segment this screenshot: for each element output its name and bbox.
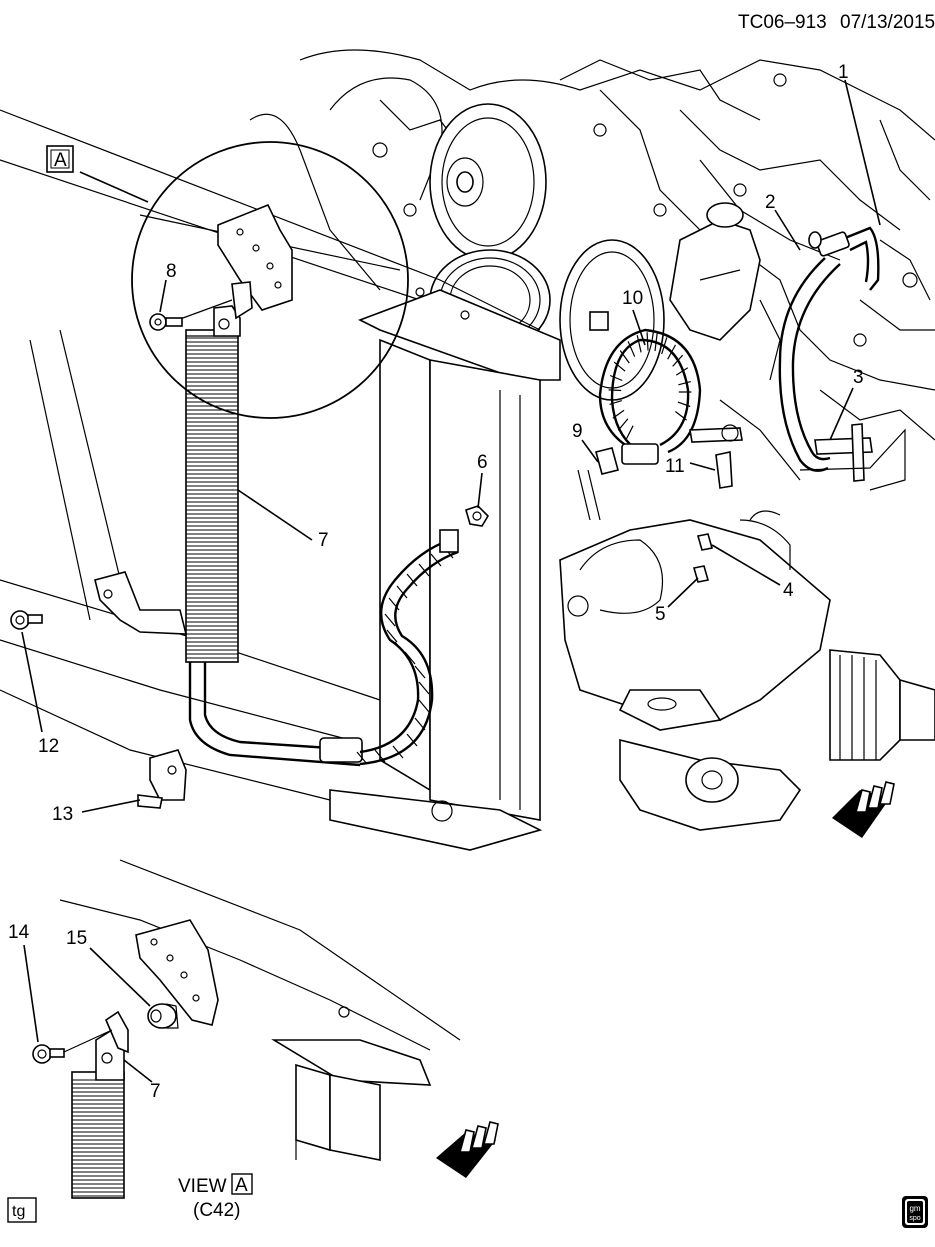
callout-5: 5	[655, 604, 666, 625]
cooler-fins	[186, 337, 238, 659]
callout-14: 14	[8, 922, 30, 943]
callout-12: 12	[38, 736, 59, 757]
detail-circle-a	[131, 141, 409, 419]
callout-2: 2	[765, 192, 776, 213]
callout-1: 1	[838, 62, 849, 83]
view-caption: VIEW A (C42)	[178, 1173, 253, 1221]
view-caption-letter: A	[235, 1175, 248, 1196]
bolt-item-11	[689, 424, 743, 489]
view-a-leaders	[23, 944, 153, 1083]
engine-assembly	[249, 49, 935, 481]
hose-clamp-item-6	[465, 505, 490, 527]
callout-7-view-a: 7	[150, 1081, 161, 1102]
cooler-lower-bracket	[94, 571, 188, 635]
view-a-leader	[79, 171, 149, 203]
gm-spo-logo: gm spo	[902, 1196, 928, 1228]
hose-fitting-item-9	[577, 447, 619, 521]
power-steering-cooler	[185, 329, 239, 663]
view-caption-word: VIEW	[178, 1176, 227, 1197]
callout-15: 15	[66, 928, 87, 949]
bolt-item-14	[32, 1029, 113, 1064]
idler-pulley	[429, 103, 547, 261]
crossmember	[559, 510, 831, 831]
power-steering-reservoir	[669, 202, 761, 341]
callout-7: 7	[318, 530, 329, 551]
radiator-support	[0, 109, 561, 851]
view-a-detail	[59, 859, 461, 1161]
logo-spo-text: spo	[909, 1215, 920, 1222]
footer-tag-text: tg	[12, 1203, 25, 1220]
fin-lines	[72, 1079, 124, 1197]
callout-4: 4	[783, 580, 794, 601]
callout-leaders	[21, 79, 881, 813]
callout-10: 10	[622, 288, 643, 309]
fin-lines	[186, 337, 238, 659]
bracket-item-13	[137, 749, 187, 809]
front-arrow-icon-view-a	[436, 1121, 499, 1178]
diagram-date: 07/13/2015	[840, 12, 935, 33]
grommet-item-15	[147, 1003, 179, 1029]
pressure-hose-item-1	[778, 226, 880, 472]
callout-13: 13	[52, 804, 73, 825]
view-a-letter: A	[54, 150, 67, 171]
power-steering-hose-item-10	[598, 328, 702, 465]
front-arrow-icon	[832, 781, 895, 838]
cooler-lines	[188, 662, 363, 767]
callout-9: 9	[572, 421, 583, 442]
logo-gm-text: gm	[909, 1204, 920, 1213]
clip-item-4	[696, 533, 714, 551]
footer-tag: tg	[7, 1197, 37, 1223]
steering-gear-boot	[829, 649, 935, 761]
cooler-upper-bracket	[213, 305, 241, 337]
view-caption-code: (C42)	[193, 1200, 241, 1221]
callout-8: 8	[166, 261, 177, 282]
callout-6: 6	[477, 452, 488, 473]
callout-3: 3	[853, 367, 864, 388]
bolt-item-12	[10, 610, 43, 630]
bolt-bracket-item-3	[799, 423, 906, 491]
cooler-top-view-a	[71, 1010, 129, 1199]
view-a-marker: A	[46, 145, 74, 173]
diagram-code: TC06–913	[738, 12, 827, 33]
cooler-fins-view-a	[72, 1079, 124, 1197]
callout-11: 11	[665, 456, 685, 477]
cooler-hose	[356, 529, 459, 766]
